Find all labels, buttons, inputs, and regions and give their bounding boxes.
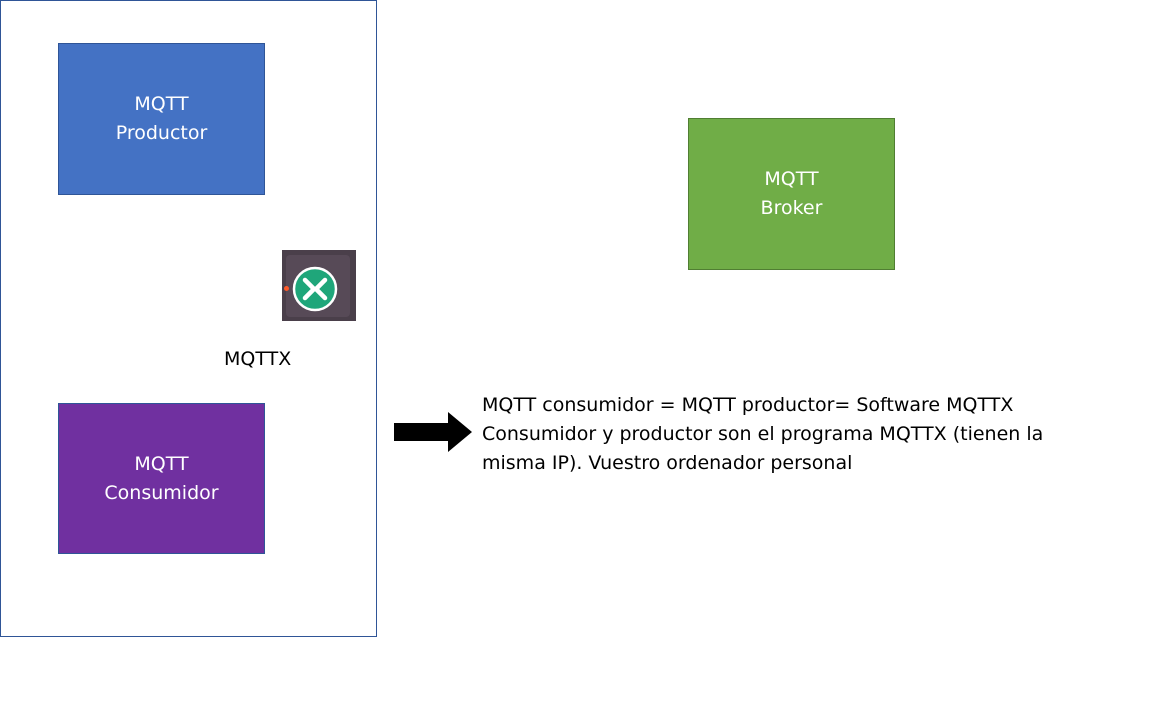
mqtt-productor-box: MQTT Productor xyxy=(58,43,265,195)
consumidor-subtitle: Consumidor xyxy=(104,481,219,504)
description-line-1: MQTT consumidor = MQTT productor= Softwa… xyxy=(482,394,1014,416)
description-line-2: Consumidor y productor son el programa M… xyxy=(482,423,1044,445)
personal-computer-frame xyxy=(0,0,377,637)
mqttx-app-icon xyxy=(282,250,356,321)
description-line-3: misma IP). Vuestro ordenador personal xyxy=(482,452,853,474)
consumidor-title: MQTT xyxy=(134,452,189,475)
right-arrow-icon xyxy=(394,412,472,452)
productor-title: MQTT xyxy=(134,93,189,115)
mqtt-broker-box: MQTT Broker xyxy=(688,118,895,270)
description-text: MQTT consumidor = MQTT productor= Softwa… xyxy=(482,391,1082,478)
productor-subtitle: Productor xyxy=(115,122,208,144)
mqttx-label: MQTTX xyxy=(224,348,292,370)
broker-title: MQTT xyxy=(764,168,819,190)
mqtt-consumidor-box: MQTT Consumidor xyxy=(58,403,265,554)
broker-subtitle: Broker xyxy=(760,197,823,219)
